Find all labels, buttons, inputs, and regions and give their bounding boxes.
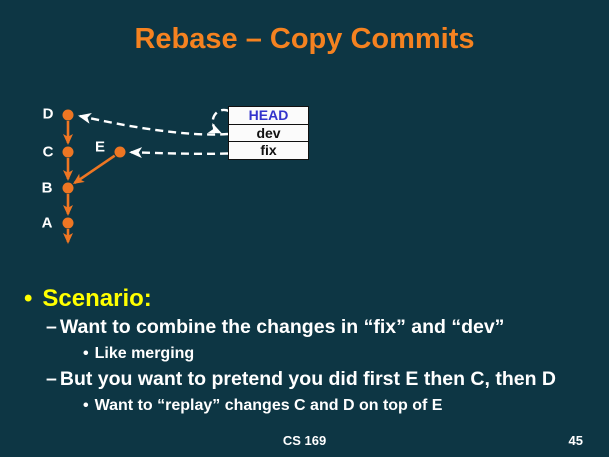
- commit-node-C: [62, 146, 74, 158]
- dash-marker: –: [46, 316, 57, 338]
- bullet-item-combine: – Want to combine the changes in “fix” a…: [0, 314, 609, 341]
- commit-label-B: B: [41, 179, 53, 197]
- dash-marker: –: [46, 368, 57, 390]
- bullet-dot-marker: •: [83, 396, 89, 414]
- commit-node-B: [62, 182, 74, 194]
- commit-node-A: [62, 217, 74, 229]
- commit-node-E: [114, 146, 126, 158]
- bullet-dot-marker: •: [83, 344, 89, 362]
- bullet-item-pretend: – But you want to pretend you did first …: [0, 366, 609, 393]
- commit-label-D: D: [42, 105, 54, 123]
- bullet-text: Want to “replay” changes C and D on top …: [94, 396, 443, 414]
- page-title: Rebase – Copy Commits: [134, 23, 475, 55]
- bullet-text: Want to combine the changes in “fix” and…: [59, 316, 505, 338]
- bullet-item-scenario: • Scenario:: [0, 284, 609, 314]
- bullet-list: • Scenario: – Want to combine the change…: [0, 284, 609, 418]
- commit-label-A: A: [41, 214, 53, 232]
- bullet-text: Like merging: [94, 344, 195, 362]
- footer-page-number: 45: [568, 433, 583, 448]
- ref-row-head: HEAD: [228, 106, 309, 125]
- footer-course: CS 169: [282, 433, 327, 448]
- bullet-text: Scenario:: [42, 285, 152, 312]
- pointer-arrow-head-to-dev: [207, 108, 230, 134]
- ref-row-fix: fix: [228, 141, 309, 160]
- edge-E-B: [72, 154, 116, 185]
- ref-table: HEAD dev fix: [228, 106, 309, 160]
- commit-node-D: [62, 109, 74, 121]
- bullet-item-like-merging: • Like merging: [0, 341, 609, 366]
- bullet-dot-marker: •: [24, 285, 33, 312]
- commit-label-C: C: [42, 143, 54, 161]
- bullet-text: But you want to pretend you did first E …: [59, 368, 557, 390]
- slide-bottom-border: [0, 457, 609, 460]
- commit-label-E: E: [94, 138, 106, 156]
- ref-row-dev: dev: [228, 123, 309, 143]
- bullet-item-replay: • Want to “replay” changes C and D on to…: [0, 393, 609, 418]
- pointer-arrow-fix-to-E: [129, 147, 229, 159]
- pointer-arrow-dev-to-D: [78, 113, 229, 136]
